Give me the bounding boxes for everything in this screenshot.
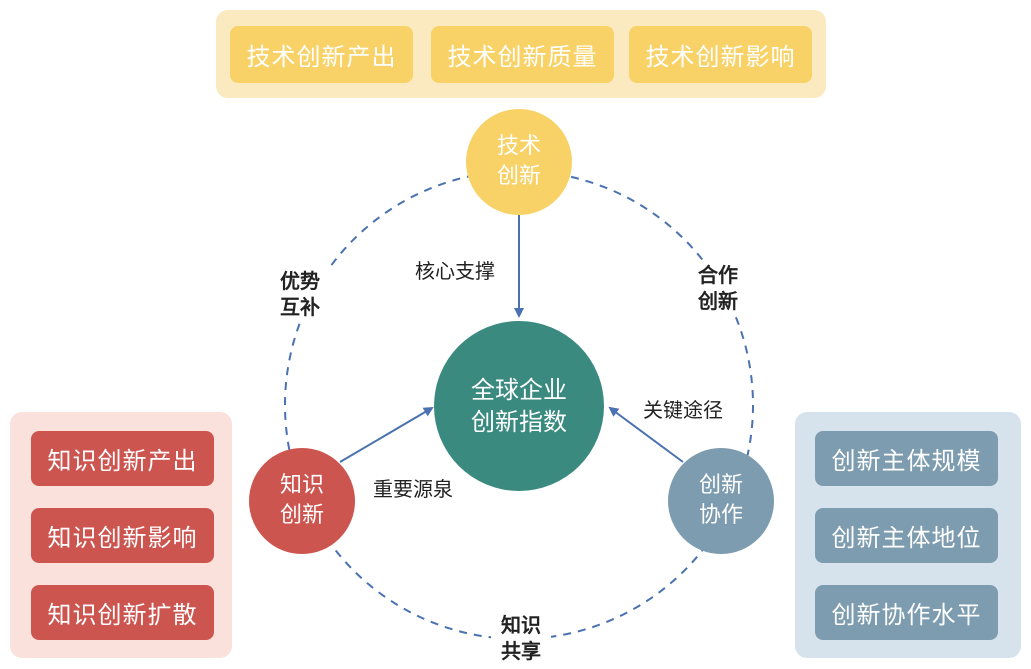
chip-knowledge-diffusion: 知识创新扩散	[31, 585, 214, 640]
ring-right-line2: 创新	[698, 289, 738, 313]
ring-label-complementary: 优势 互补	[270, 268, 330, 320]
label-core-support: 核心支撑	[415, 259, 495, 283]
ring-left-line2: 互补	[280, 295, 320, 319]
ring-label-cooperative-innovation: 合作 创新	[688, 262, 748, 314]
node-innovation-collaboration: 创新 协作	[668, 448, 774, 554]
node-center-line2: 创新指数	[471, 408, 567, 436]
chip-collaboration-level: 创新协作水平	[815, 585, 998, 640]
node-tech-line2: 创新	[496, 164, 541, 189]
node-knowledge-line2: 创新	[279, 503, 324, 528]
node-collab-line1: 创新	[698, 473, 743, 498]
node-knowledge-line1: 知识	[279, 473, 324, 498]
node-tech-line1: 技术	[496, 134, 541, 159]
label-key-path: 关键途径	[643, 398, 723, 422]
ring-left-line1: 优势	[280, 269, 320, 293]
ring-bottom-line1: 知识	[501, 613, 541, 637]
ring-bottom-line2: 共享	[501, 639, 541, 663]
ring-right-line1: 合作	[698, 263, 738, 287]
node-center-line1: 全球企业	[471, 376, 567, 404]
node-knowledge-innovation: 知识 创新	[249, 448, 355, 554]
chip-tech-output: 技术创新产出	[230, 26, 413, 83]
arrow-collab-to-center	[608, 406, 684, 463]
label-important-source: 重要源泉	[373, 477, 453, 501]
node-collab-line2: 协作	[698, 503, 743, 528]
node-tech-innovation: 技术 创新	[466, 109, 572, 215]
chip-tech-quality: 技术创新质量	[431, 26, 614, 83]
chip-knowledge-output: 知识创新产出	[31, 431, 214, 486]
chip-entity-scale: 创新主体规模	[815, 431, 998, 486]
arrow-knowledge-to-center	[339, 406, 434, 463]
chip-entity-status: 创新主体地位	[815, 508, 998, 563]
chip-tech-impact: 技术创新影响	[629, 26, 812, 83]
node-global-enterprise-index: 全球企业 创新指数	[434, 321, 604, 491]
chip-knowledge-impact: 知识创新影响	[31, 508, 214, 563]
ring-label-knowledge-sharing: 知识 共享	[491, 612, 551, 664]
